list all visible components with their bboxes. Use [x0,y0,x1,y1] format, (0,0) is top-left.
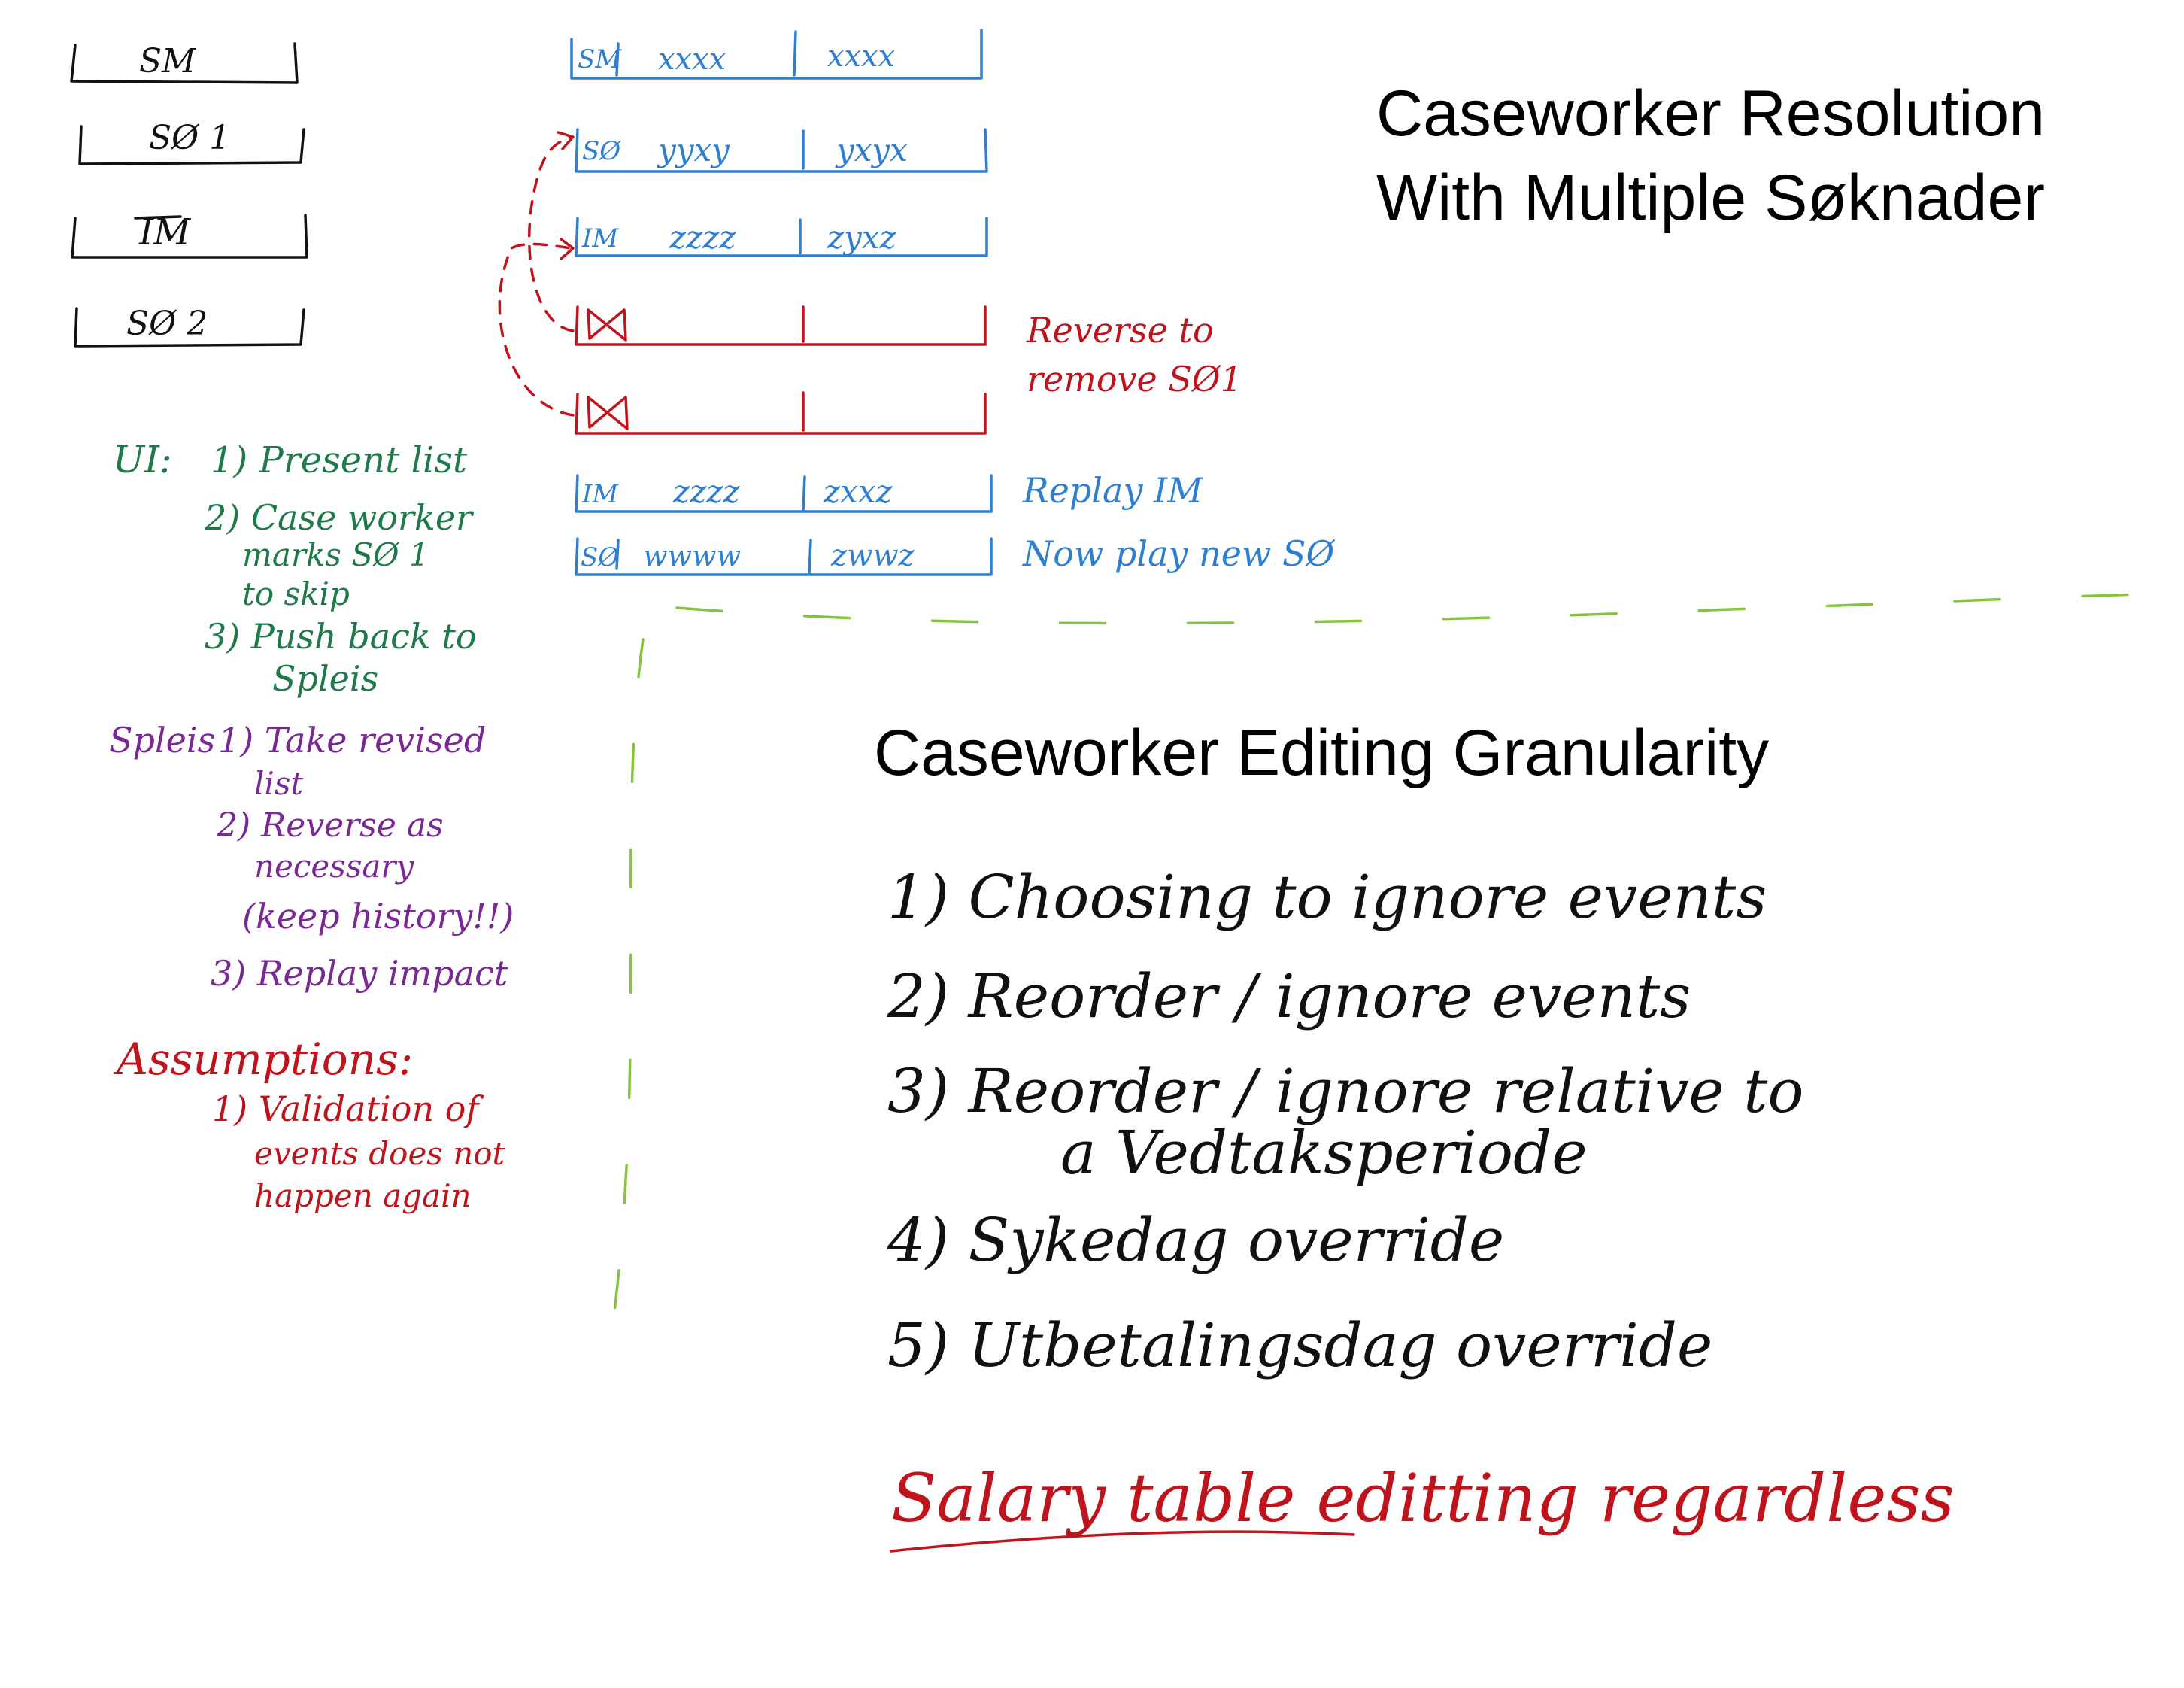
original-list-item: SØ 2 [74,305,305,348]
spleis-notes: Spleis 1) Take revised list 2) Reverse a… [109,720,514,994]
event-row-right: zxxz [823,473,893,510]
event-row-left: wwww [643,539,741,572]
granularity-list: 1) Choosing to ignore events 2) Reorder … [887,862,1804,1380]
new-play-note: Now play new SØ [1022,533,1335,574]
event-row-left: xxxx [658,42,726,77]
event-row-tag: IM [581,223,619,254]
original-list-item: SØ 1 [78,119,305,165]
event-row-tag: SØ [582,136,621,166]
granularity-item: a Vedtaksperiode [1060,1118,1588,1188]
ui-note-line: Spleis [272,658,378,699]
spleis-note-line: 2) Reverse as [216,806,444,845]
granularity-item: 1) Choosing to ignore events [887,862,1767,932]
assumption-line: events does not [254,1135,505,1172]
event-row: IM zzzz zyxz [575,217,988,257]
ui-note-line: 2) Case worker [204,497,475,538]
cross-out-mark [587,396,629,430]
resolution-title-line2: With Multiple Søknader [1376,162,2045,234]
event-row-right: xxxx [827,39,895,74]
spleis-note-line: 1) Take revised [218,720,486,761]
event-row [575,305,987,346]
salary-note-text: Salary table editting regardless [891,1459,1955,1537]
granularity-item: 2) Reorder / ignore events [887,961,1691,1031]
resolution-title-line1: Caseworker Resolution [1376,77,2045,150]
assumption-line: 1) Validation of [212,1088,484,1129]
ui-note-line: 3) Push back to [205,616,477,657]
original-list: SM SØ 1 IM SØ 2 [70,42,308,348]
ui-notes-heading: UI: [113,438,172,481]
reverse-note-line1: Reverse to [1026,310,1214,351]
event-row: IM zzzz zxxz [575,473,993,513]
ui-note-line: marks SØ 1 [242,536,429,573]
reversal-arrows [498,131,575,417]
original-list-item-label: SM [139,42,196,80]
salary-note: Salary table editting regardless [890,1459,1955,1553]
event-rows: SM xxxx xxxx SØ yyxy yxyx IM zzzz zyxz [570,29,993,576]
ui-note-line: 1) Present list [211,439,468,481]
event-row: SM xxxx xxxx [570,29,983,80]
event-row-left: yyxy [657,132,730,168]
assumptions-heading: Assumptions: [113,1034,413,1085]
assumptions-notes: Assumptions: 1) Validation of events doe… [113,1034,505,1214]
event-row-right: zyxz [827,219,897,256]
granularity-title: Caseworker Editing Granularity [874,717,1769,789]
assumption-line: happen again [254,1177,472,1214]
event-row-tag: IM [581,479,619,509]
salary-note-underline [890,1530,1355,1553]
event-row-tag: SØ [581,542,620,572]
event-row-right: yxyx [835,132,908,168]
event-row [575,391,987,435]
event-row-left: zzzz [669,219,736,256]
replay-im-note: Replay IM [1022,470,1204,511]
cross-out-mark [587,308,627,342]
spleis-notes-heading: Spleis [109,720,215,761]
event-row-tag: SM [578,44,622,74]
spleis-note-line: necessary [254,848,415,885]
event-row-left: zzzz [672,473,740,510]
event-row: SØ yyxy yxyx [575,128,988,173]
spleis-note-line: 3) Replay impact [211,953,508,994]
granularity-item: 4) Sykedag override [887,1205,1504,1275]
ui-note-line: to skip [242,575,350,612]
spleis-note-line: list [254,765,303,802]
spleis-note-line: (keep history!!) [242,896,514,937]
original-list-item: IM [71,211,308,259]
ui-notes: UI: 1) Present list 2) Case worker marks… [113,438,477,699]
event-row: SØ wwww zwwz [575,537,993,576]
reverse-note-line2: remove SØ1 [1027,359,1242,399]
original-list-item: SM [70,42,299,84]
granularity-item: 3) Reorder / ignore relative to [887,1056,1804,1126]
event-row-right: zwwz [830,539,915,573]
original-list-item-label: SØ 2 [126,305,208,343]
original-list-item-label: SØ 1 [149,119,230,157]
granularity-item: 5) Utbetalingsdag override [887,1310,1712,1380]
